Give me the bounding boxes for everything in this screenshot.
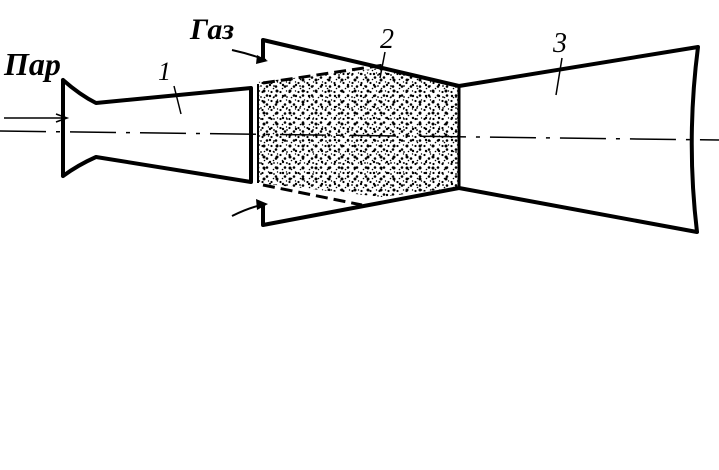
nozzle-1 <box>61 78 253 184</box>
part-1-label: 1 <box>158 57 171 86</box>
steam-label: Пар <box>3 46 61 82</box>
leader-line-2 <box>379 51 386 79</box>
gas-inlet-arrow-top <box>231 49 268 64</box>
gas-label: Газ <box>189 13 234 46</box>
leader-line-1 <box>173 85 182 115</box>
gas-inlet-arrow-bottom <box>231 199 268 217</box>
part-3-label: 3 <box>552 28 567 59</box>
leader-line-3 <box>555 57 563 96</box>
mixing-chamber-2 <box>257 63 461 207</box>
part-2-label: 2 <box>380 24 394 55</box>
diffuser-3 <box>261 38 700 234</box>
steam-inlet-arrow <box>4 113 70 123</box>
